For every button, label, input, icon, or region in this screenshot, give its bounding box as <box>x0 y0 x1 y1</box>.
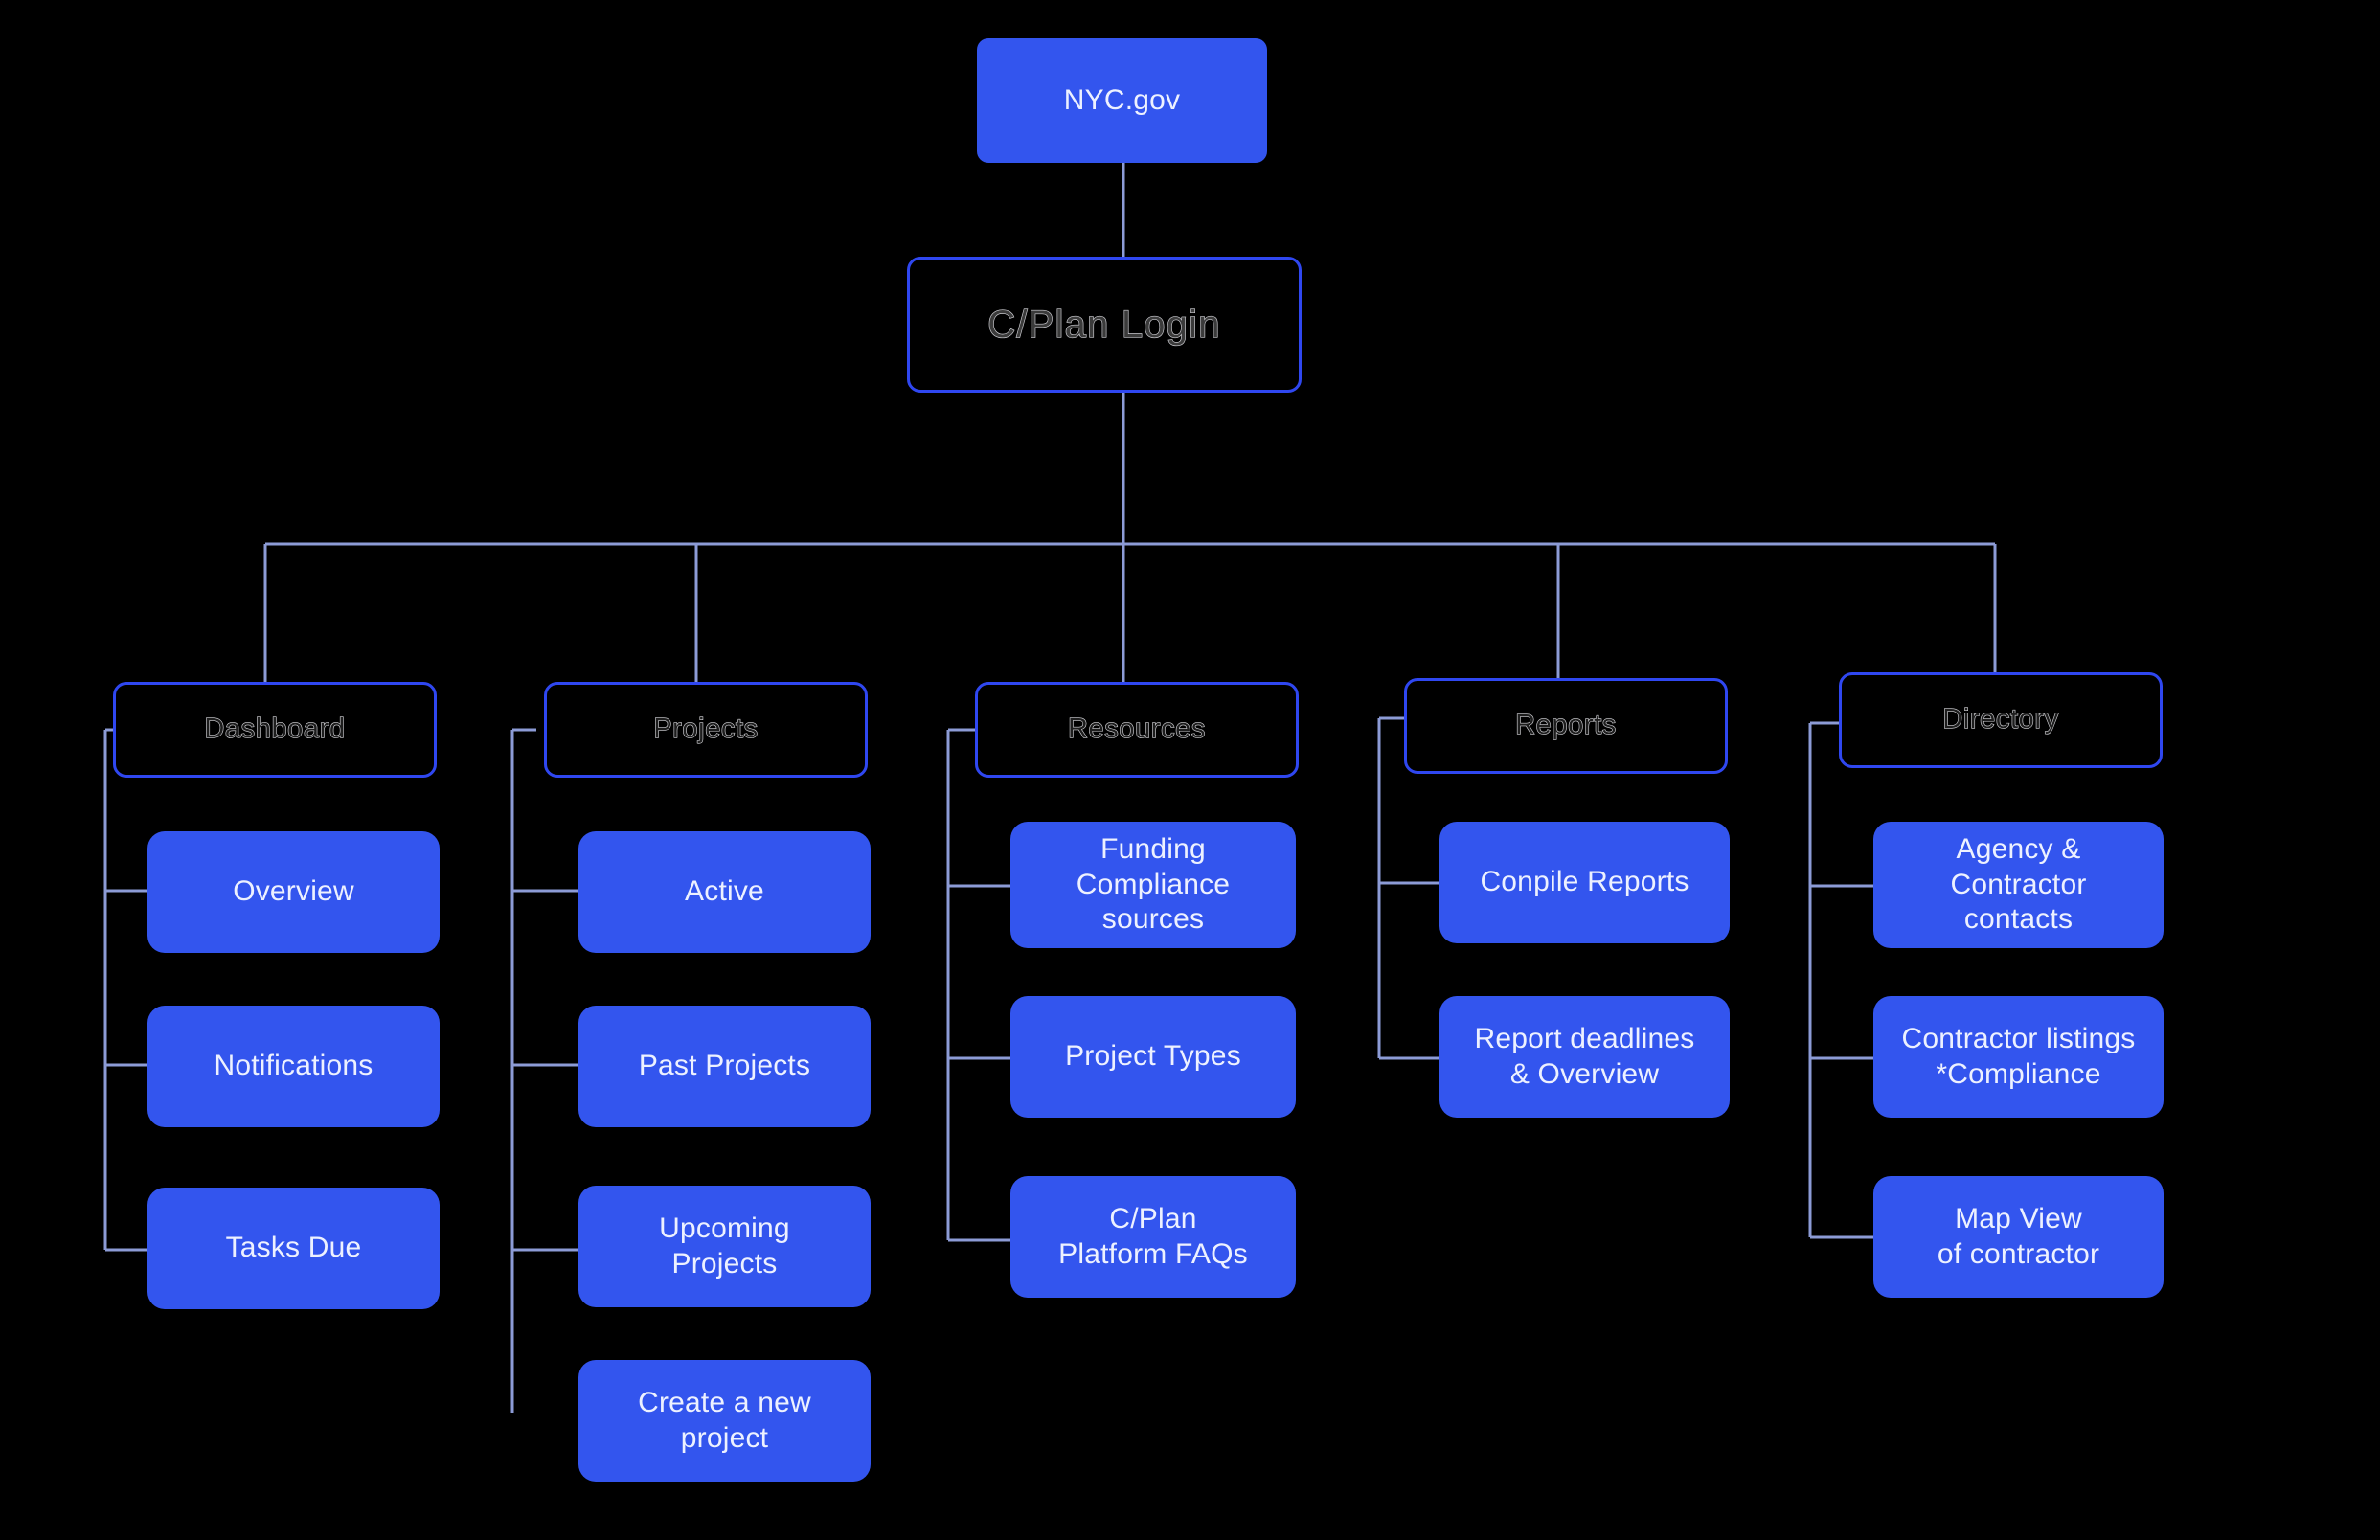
node-directory-contacts[interactable]: Agency & Contractor contacts <box>1873 822 2164 948</box>
node-resources-faqs[interactable]: C/Plan Platform FAQs <box>1010 1176 1296 1298</box>
node-root-nycgov[interactable]: NYC.gov <box>977 38 1267 163</box>
node-header-directory[interactable]: Directory <box>1839 672 2163 768</box>
node-resources-funding[interactable]: Funding Compliance sources <box>1010 822 1296 948</box>
node-reports-deadlines[interactable]: Report deadlines & Overview <box>1439 996 1730 1118</box>
node-header-reports[interactable]: Reports <box>1404 678 1728 774</box>
node-header-projects[interactable]: Projects <box>544 682 868 778</box>
node-header-resources[interactable]: Resources <box>975 682 1299 778</box>
node-directory-map-view[interactable]: Map View of contractor <box>1873 1176 2164 1298</box>
node-reports-compile[interactable]: Conpile Reports <box>1439 822 1730 943</box>
node-dashboard-tasks-due[interactable]: Tasks Due <box>147 1188 440 1309</box>
node-cplan-login[interactable]: C/Plan Login <box>907 257 1302 393</box>
node-resources-project-types[interactable]: Project Types <box>1010 996 1296 1118</box>
node-projects-create-new[interactable]: Create a new project <box>578 1360 871 1482</box>
node-projects-upcoming[interactable]: Upcoming Projects <box>578 1186 871 1307</box>
node-header-dashboard[interactable]: Dashboard <box>113 682 437 778</box>
node-dashboard-overview[interactable]: Overview <box>147 831 440 953</box>
node-projects-past[interactable]: Past Projects <box>578 1006 871 1127</box>
node-projects-active[interactable]: Active <box>578 831 871 953</box>
node-dashboard-notifications[interactable]: Notifications <box>147 1006 440 1127</box>
node-directory-listings[interactable]: Contractor listings *Compliance <box>1873 996 2164 1118</box>
